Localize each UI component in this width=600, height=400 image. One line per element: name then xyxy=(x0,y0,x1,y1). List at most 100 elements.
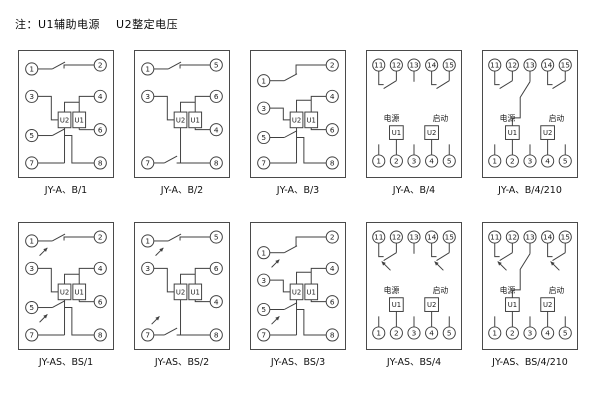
wire xyxy=(37,95,59,121)
diagram-caption: JY-A、B/4/210 xyxy=(498,185,562,196)
component-box-label: U2 xyxy=(292,288,301,296)
terminal-number: 4 xyxy=(98,92,103,101)
terminal-number: 7 xyxy=(29,159,34,168)
wire xyxy=(511,253,531,298)
component-box-label: U1 xyxy=(392,129,401,137)
wire xyxy=(295,236,327,247)
wire xyxy=(180,101,196,113)
wire xyxy=(511,81,531,126)
terminal-number: 13 xyxy=(409,233,419,242)
wire xyxy=(310,299,327,303)
terminal-circle xyxy=(389,154,403,168)
wire xyxy=(547,71,553,86)
terminal-number: 5 xyxy=(214,233,219,242)
terminal-number: 3 xyxy=(412,157,417,166)
terminal-circle xyxy=(141,234,155,248)
terminal-circle xyxy=(25,156,39,170)
terminal-number: 12 xyxy=(392,233,401,242)
terminal-number: 15 xyxy=(561,61,571,70)
power-label: 电源 xyxy=(500,285,516,295)
terminal-number: 3 xyxy=(29,264,34,273)
wire xyxy=(63,236,95,241)
terminal-number: 3 xyxy=(528,329,533,338)
terminal-circle xyxy=(325,58,339,72)
terminal-number: 2 xyxy=(330,61,335,70)
terminal-number: 1 xyxy=(145,65,150,74)
wire xyxy=(64,307,95,336)
wire xyxy=(168,233,182,242)
power-label: 电源 xyxy=(384,285,400,295)
terminal-number: 12 xyxy=(508,233,517,242)
wire xyxy=(37,267,59,293)
wire xyxy=(269,107,291,121)
terminal-number: 6 xyxy=(214,92,219,101)
wire xyxy=(378,243,384,258)
terminal-number: 11 xyxy=(374,233,383,242)
terminal-circle xyxy=(372,326,386,340)
wire xyxy=(436,252,450,261)
terminal-number: 2 xyxy=(510,329,515,338)
start-label: 启动 xyxy=(433,285,449,295)
terminal-circle xyxy=(523,58,537,72)
terminal-number: 4 xyxy=(214,297,219,306)
terminal-circle xyxy=(25,128,39,143)
terminal-circle xyxy=(541,230,555,244)
terminal-circle xyxy=(25,261,39,275)
terminal-number: 5 xyxy=(563,157,568,166)
terminal-number: 5 xyxy=(261,305,266,314)
terminal-number: 1 xyxy=(261,76,266,85)
terminal-number: 3 xyxy=(145,264,150,273)
wire xyxy=(284,130,298,138)
terminal-number: 5 xyxy=(261,133,266,142)
terminal-circle xyxy=(325,295,339,309)
terminal-number: 3 xyxy=(261,104,266,113)
wire xyxy=(499,80,513,89)
terminal-circle xyxy=(25,62,39,76)
terminal-number: 5 xyxy=(563,329,568,338)
terminal-circle xyxy=(389,58,403,72)
component-box-label: U1 xyxy=(508,301,517,309)
terminal-circle xyxy=(425,154,439,168)
wire xyxy=(436,80,450,89)
terminal-circle xyxy=(257,273,271,287)
terminal-number: 5 xyxy=(447,329,452,338)
terminal-number: 4 xyxy=(429,157,434,166)
component-box-label: U1 xyxy=(191,288,200,296)
component-box-label: U2 xyxy=(176,116,185,124)
terminal-circle xyxy=(541,326,555,340)
terminal-number: 2 xyxy=(394,157,399,166)
terminal-number: 7 xyxy=(29,331,34,340)
diagram-caption: JY-AS、BS/3 xyxy=(270,357,326,368)
reset-arrow-head xyxy=(155,316,160,321)
terminal-circle xyxy=(407,230,421,244)
terminal-number: 2 xyxy=(394,329,399,338)
terminal-number: 2 xyxy=(98,61,103,70)
component-box xyxy=(424,125,439,140)
terminal-circle xyxy=(523,230,537,244)
terminal-circle xyxy=(25,328,39,342)
component-box-label: U1 xyxy=(75,288,84,296)
wire xyxy=(284,73,298,82)
wire xyxy=(153,267,175,293)
terminal-number: 4 xyxy=(214,125,219,134)
component-box xyxy=(540,125,555,140)
component-box-label: U2 xyxy=(60,288,69,296)
wire xyxy=(164,327,178,336)
component-box-label: U2 xyxy=(60,116,69,124)
note-text: 注：U1辅助电源 U2整定电压 xyxy=(15,18,179,31)
terminal-circle xyxy=(257,156,271,170)
component-box-label: U1 xyxy=(307,116,316,124)
diagram-caption: JY-A、B/3 xyxy=(276,185,320,196)
terminal-circle xyxy=(523,326,537,340)
terminal-number: 15 xyxy=(445,61,455,70)
terminal-number: 5 xyxy=(447,157,452,166)
component-box-label: U1 xyxy=(508,129,517,137)
